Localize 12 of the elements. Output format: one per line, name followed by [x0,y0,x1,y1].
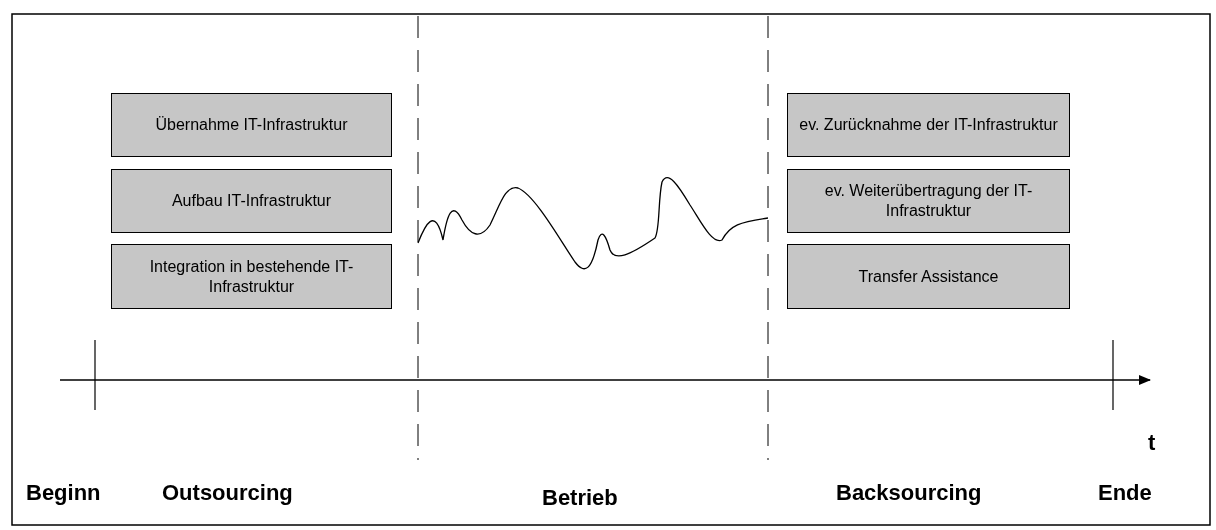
process-box: Transfer Assistance [787,244,1070,309]
time-label: Ende [1098,480,1152,506]
axis-label: t [1148,430,1156,456]
phase-label: Betrieb [542,485,618,511]
phase-label: Outsourcing [162,480,293,506]
process-box: ev. Weiterübertragung der IT-Infrastruktur [787,169,1070,233]
process-box: Übernahme IT-Infrastruktur [111,93,392,157]
process-box: Integration in bestehende IT-Infrastruktur [111,244,392,309]
process-box: ev. Zurücknahme der IT-Infrastruktur [787,93,1070,157]
phase-label: Backsourcing [836,480,982,506]
time-label: Beginn [26,480,101,506]
process-box: Aufbau IT-Infrastruktur [111,169,392,233]
